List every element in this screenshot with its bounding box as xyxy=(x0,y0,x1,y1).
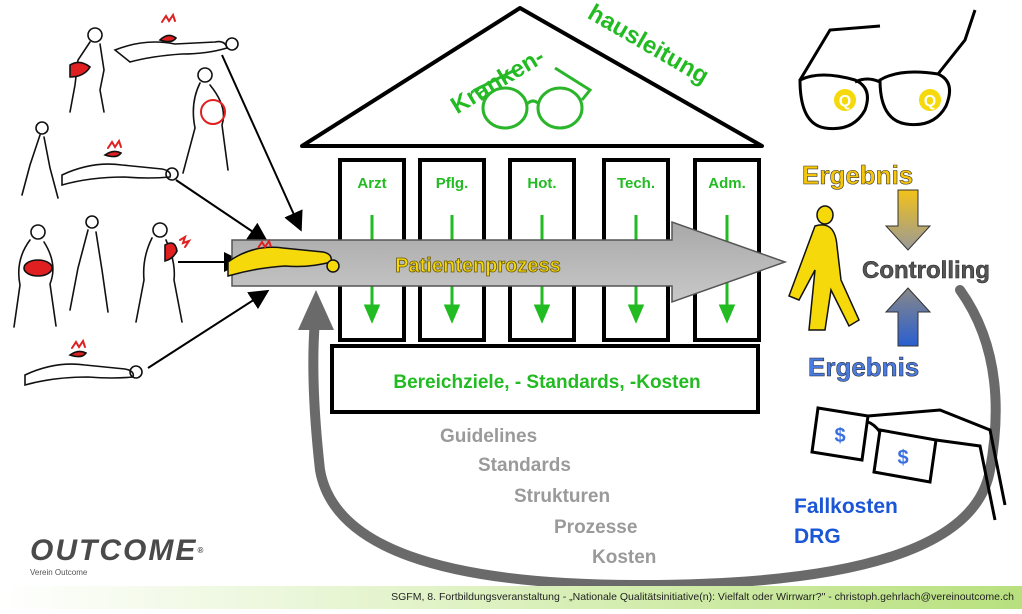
result-bottom-label: Ergebnis xyxy=(808,352,919,382)
patient-figure-icon xyxy=(113,12,239,63)
step-item: Standards xyxy=(478,455,571,476)
quality-lens-right: Q xyxy=(924,93,936,110)
base-block xyxy=(330,344,760,414)
result-top-label: Ergebnis xyxy=(802,160,913,190)
step-item: Strukturen xyxy=(514,486,610,507)
footer-bar: SGFM, 8. Fortbildungsveranstaltung - „Na… xyxy=(0,586,1022,609)
fallkosten-label: Fallkosten xyxy=(794,495,898,518)
patient-figure-icon xyxy=(21,121,59,199)
pillar-label: Arzt xyxy=(357,175,386,192)
footer-text: SGFM, 8. Fortbildungsveranstaltung - „Na… xyxy=(391,591,1014,603)
outcome-logo: OUTCOME® Verein Outcome xyxy=(30,536,240,586)
patient-figure-icon xyxy=(182,67,229,174)
process-arrow xyxy=(231,220,788,304)
walking-patient-icon xyxy=(788,205,860,331)
patient-figures xyxy=(13,12,239,387)
patient-figure-icon xyxy=(135,222,192,323)
step-item: Kosten xyxy=(592,547,656,568)
result-up-arrow xyxy=(884,287,932,347)
drg-label: DRG xyxy=(794,525,841,548)
result-down-arrow xyxy=(884,189,932,251)
logo-registered-mark: ® xyxy=(197,546,206,555)
money-lens-right: $ xyxy=(897,447,908,469)
pillar-label: Hot. xyxy=(527,175,556,192)
feedback-arrowhead xyxy=(298,290,334,330)
round-glasses-icon xyxy=(472,66,593,130)
roof xyxy=(300,6,764,148)
patient-figure-icon xyxy=(24,338,143,387)
quality-lens-left: Q xyxy=(839,93,851,110)
controlling-label: Controlling xyxy=(862,257,990,284)
pillar-label: Tech. xyxy=(617,175,655,192)
quality-glasses-icon xyxy=(798,9,977,131)
feedback-loop-arrow xyxy=(308,285,1001,591)
patient-arrows xyxy=(147,54,303,369)
process-arrow-label: Patientenprozess xyxy=(395,255,561,277)
pillar-labels: Arzt Pflg. Hot. Tech. Adm. xyxy=(357,175,745,192)
yellow-patient-icon xyxy=(227,238,340,278)
step-item: Prozesse xyxy=(554,517,637,538)
logo-name: OUTCOME xyxy=(30,534,198,567)
pillar-label: Pflg. xyxy=(436,175,469,192)
step-item: Guidelines xyxy=(440,426,537,447)
logo-subtitle: Verein Outcome xyxy=(30,568,88,577)
pillar-label: Adm. xyxy=(708,175,746,192)
patient-figure-icon xyxy=(61,138,179,187)
patient-figure-icon xyxy=(69,215,109,313)
base-label: Bereichziele, - Standards, -Kosten xyxy=(393,372,700,393)
patient-figure-icon xyxy=(13,224,57,328)
patient-figure-icon xyxy=(69,27,105,113)
step-list: Guidelines Standards Strukturen Prozesse… xyxy=(440,426,656,568)
money-lens-left: $ xyxy=(834,425,845,447)
money-glasses-icon xyxy=(810,406,1007,521)
